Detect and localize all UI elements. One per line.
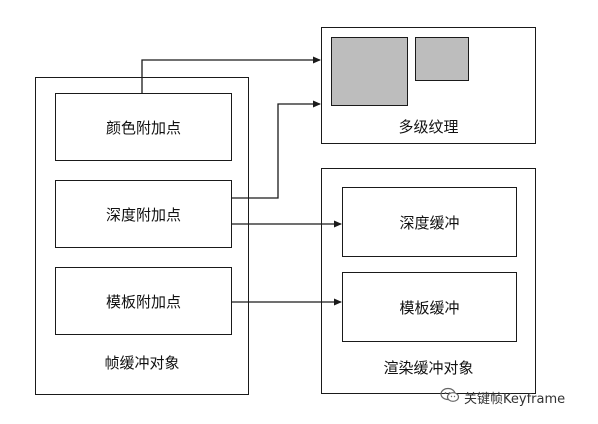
watermark: 关键帧Keyframe — [440, 387, 565, 407]
stencil-attachment-box: 模板附加点 — [55, 267, 232, 335]
mipmap-texture-label: 多级纹理 — [398, 118, 459, 136]
renderbuffer-object-label: 渲染缓冲对象 — [383, 359, 474, 377]
stencil-buffer-label: 模板缓冲 — [399, 298, 460, 317]
mipmap-level-0 — [331, 37, 408, 106]
watermark-text: 关键帧Keyframe — [464, 391, 566, 407]
stencil-buffer-box: 模板缓冲 — [342, 272, 517, 342]
stencil-attachment-label: 模板附加点 — [105, 292, 181, 311]
wechat-icon — [440, 387, 460, 407]
depth-to-texture-arrow — [232, 100, 321, 199]
depth-attachment-label: 深度附加点 — [105, 205, 181, 224]
depth-attachment-box: 深度附加点 — [55, 180, 232, 248]
framebuffer-object-label: 帧缓冲对象 — [104, 354, 180, 372]
depth-buffer-label: 深度缓冲 — [399, 213, 460, 232]
color-attachment-label: 颜色附加点 — [105, 118, 181, 137]
mipmap-level-1 — [415, 37, 469, 81]
color-attachment-box: 颜色附加点 — [55, 93, 232, 161]
color-to-texture-arrow — [141, 56, 321, 93]
depth-buffer-box: 深度缓冲 — [342, 187, 517, 257]
